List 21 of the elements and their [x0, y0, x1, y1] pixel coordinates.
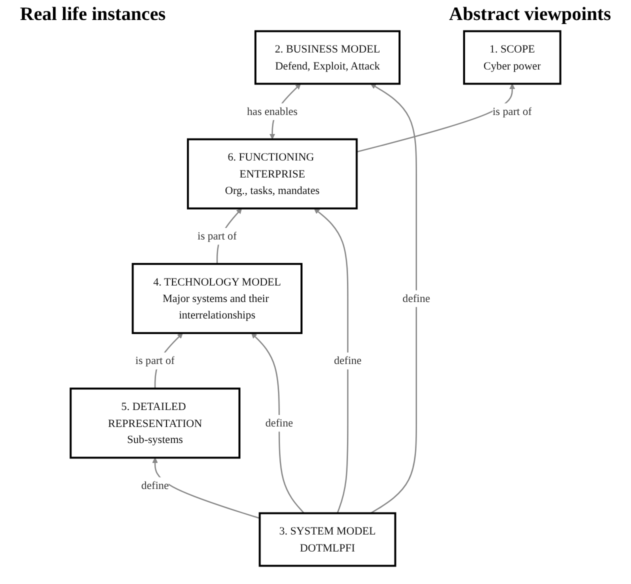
column-heading: Real life instances — [20, 4, 166, 26]
arrow — [152, 457, 260, 519]
node-box: 5. DETAILED REPRESENTATION Sub-systems — [70, 388, 240, 459]
arrow — [356, 84, 516, 153]
column-heading: Abstract viewpoints — [448, 4, 611, 26]
edge-label: has enables — [247, 105, 298, 118]
arrow — [314, 208, 348, 514]
arrow — [251, 332, 304, 514]
node-box: 3. SYSTEM MODEL DOTMLPFI — [258, 512, 396, 567]
node-box: 1. SCOPE Cyber power — [463, 30, 562, 85]
edge-label: is part of — [135, 354, 175, 367]
edge-label: define — [265, 416, 293, 430]
node-box: 2. BUSINESS MODEL Defend, Exploit, Attack — [254, 30, 401, 85]
edge-label: define — [141, 479, 169, 492]
node-box: 4. TECHNOLOGY MODEL Major systems and their interrelationships — [132, 262, 302, 334]
arrow — [370, 84, 417, 514]
edge-label: define — [402, 292, 430, 305]
edge-label: is part of — [198, 230, 237, 242]
node-box: 6. FUNCTIONING ENTERPRISE Org., tasks, mandates — [186, 138, 358, 210]
edge-label: is part of — [492, 105, 532, 118]
edge-label: define — [334, 354, 362, 367]
